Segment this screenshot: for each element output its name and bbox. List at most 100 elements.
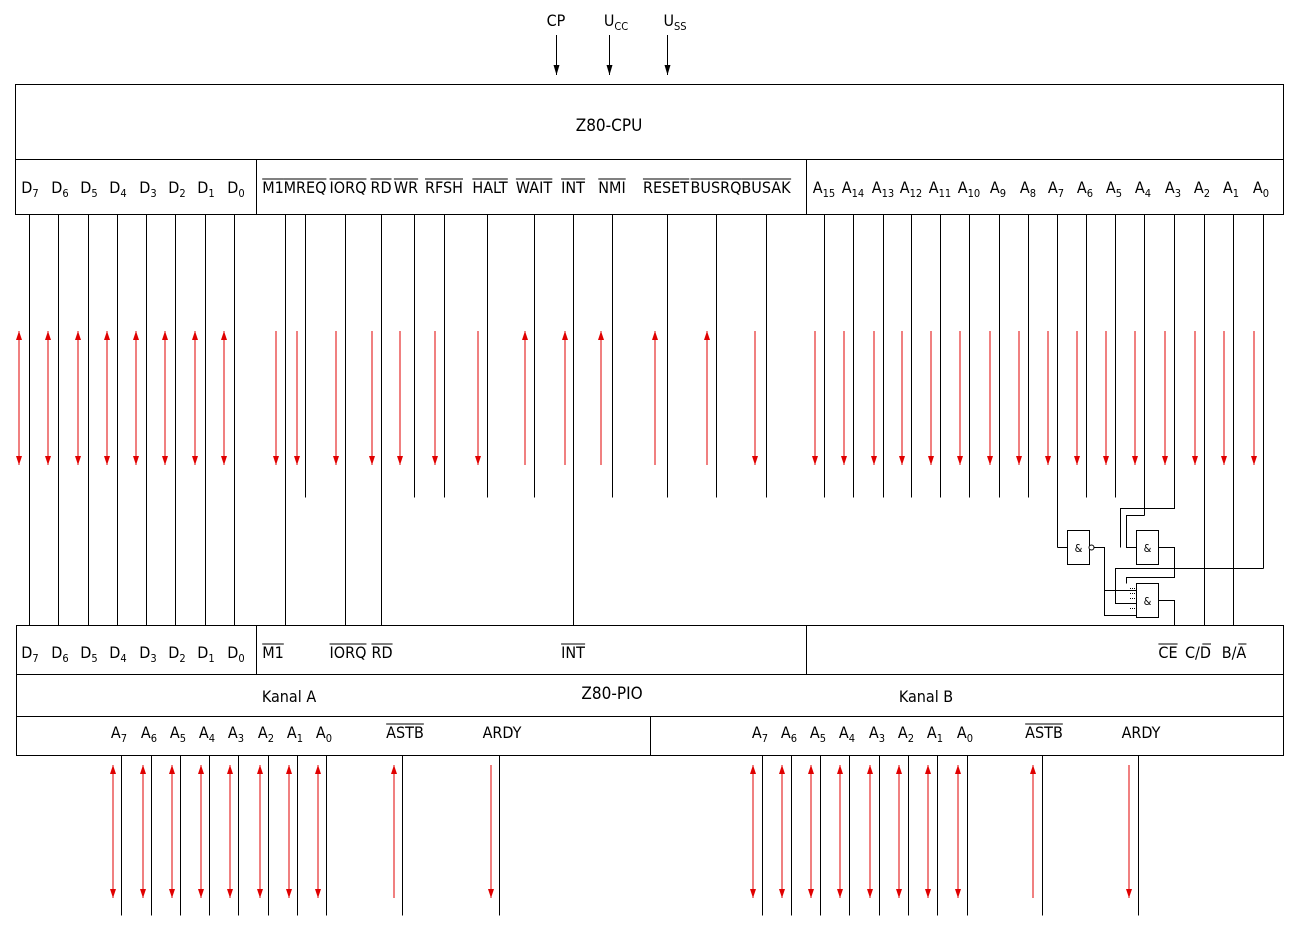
and-gate-1: & xyxy=(1067,530,1090,565)
and-gate-3: & xyxy=(1136,583,1159,618)
cpu-pin-a8: A8 xyxy=(1020,178,1036,200)
channel-a-label: Kanal A xyxy=(262,687,316,706)
svg-text:USS: USS xyxy=(663,11,686,33)
svg-text:A10: A10 xyxy=(958,178,980,200)
data-bus-arrow-d4 xyxy=(104,331,110,465)
pio-pin-iorq: IORQ xyxy=(329,643,367,662)
svg-text:A3: A3 xyxy=(228,723,244,745)
data-bus-arrow-d5 xyxy=(75,331,81,465)
address-arrow-a10 xyxy=(957,331,963,465)
control-arrow-wr xyxy=(397,331,403,465)
svg-text:C/D: C/D xyxy=(1185,643,1211,662)
control-arrow-busrq xyxy=(704,331,710,465)
gate2-input-a4 xyxy=(1126,515,1145,548)
svg-text:D5: D5 xyxy=(80,643,97,665)
pio-pin-d4: D4 xyxy=(109,643,126,665)
channel-b-arrow-astb xyxy=(1030,765,1036,898)
svg-text:UCC: UCC xyxy=(604,11,628,33)
channel-a-arrow-a2 xyxy=(257,765,263,898)
svg-text:D0: D0 xyxy=(227,643,244,665)
cpu-input-uss-label: USS xyxy=(663,11,686,33)
data-bus-arrow-d6 xyxy=(45,331,51,465)
pio-channel-a-pin-a2: A2 xyxy=(258,723,274,745)
svg-text:A9: A9 xyxy=(990,178,1006,200)
pio-channel-b-pin-a3: A3 xyxy=(869,723,885,745)
svg-text:INT: INT xyxy=(561,643,585,662)
data-bus-arrow-d7 xyxy=(16,331,22,465)
channel-a-arrow-ardy xyxy=(488,765,494,898)
pio-channel-a-pin-a0: A0 xyxy=(316,723,332,745)
pio-channel-a-pin-a4: A4 xyxy=(199,723,215,745)
cpu-input-ucc-label: UCC xyxy=(604,11,628,33)
svg-text:M1: M1 xyxy=(262,178,284,197)
pio-pin-d0: D0 xyxy=(227,643,244,665)
svg-text:D0: D0 xyxy=(227,178,244,200)
address-arrow-a12 xyxy=(899,331,905,465)
svg-text:HALT: HALT xyxy=(472,178,507,197)
address-arrow-a8 xyxy=(1016,331,1022,465)
gate2-to-gate3 xyxy=(1126,547,1175,584)
channel-b-arrow-a6 xyxy=(779,765,785,898)
data-bus-arrow-d2 xyxy=(162,331,168,465)
svg-text:A2: A2 xyxy=(898,723,914,745)
control-arrow-nmi xyxy=(598,331,604,465)
cpu-pin-iorq: IORQ xyxy=(329,178,367,197)
cpu-pin-a11: A11 xyxy=(929,178,951,200)
svg-text:A1: A1 xyxy=(1223,178,1239,200)
channel-a-arrow-a4 xyxy=(198,765,204,898)
svg-text:D3: D3 xyxy=(139,178,156,200)
channel-b-arrow-a0 xyxy=(955,765,961,898)
cpu-pin-m1: M1 xyxy=(262,178,284,197)
pio-channel-b-pin-a4: A4 xyxy=(839,723,855,745)
svg-text:D6: D6 xyxy=(51,178,68,200)
address-arrow-a0 xyxy=(1251,331,1257,465)
pio-pin-m1: M1 xyxy=(262,643,284,662)
control-arrow-iorq xyxy=(333,331,339,465)
address-arrow-a11 xyxy=(928,331,934,465)
svg-text:CE: CE xyxy=(1158,643,1177,662)
and-gate-2: & xyxy=(1136,530,1159,565)
address-arrow-a5 xyxy=(1103,331,1109,465)
cpu-pin-mreq: MREQ xyxy=(283,178,327,197)
pio-channel-a-pin-a7: A7 xyxy=(111,723,127,745)
pio-pin-rd: RD xyxy=(371,643,393,662)
svg-text:A11: A11 xyxy=(929,178,951,200)
svg-text:D4: D4 xyxy=(109,178,126,200)
gate2-input-a3-route xyxy=(1120,497,1175,548)
cpu-pin-a0: A0 xyxy=(1253,178,1269,200)
svg-text:A4: A4 xyxy=(1135,178,1151,200)
channel-a-arrow-a3 xyxy=(227,765,233,898)
svg-text:ARDY: ARDY xyxy=(1122,723,1161,742)
cpu-pin-wait: WAIT xyxy=(515,178,553,197)
channel-a-arrow-a6 xyxy=(140,765,146,898)
svg-text:&: & xyxy=(1075,542,1083,555)
control-arrow-rd xyxy=(369,331,375,465)
cpu-pin-halt: HALT xyxy=(472,178,508,197)
svg-text:CP: CP xyxy=(547,11,566,30)
svg-text:MREQ: MREQ xyxy=(284,178,327,197)
pio-pin-d1: D1 xyxy=(197,643,214,665)
svg-text:ASTB: ASTB xyxy=(1025,723,1063,742)
z80-cpu-block: Z80-CPU xyxy=(15,84,1284,215)
control-arrow-mreq xyxy=(294,331,300,465)
svg-text:&: & xyxy=(1144,595,1152,608)
cpu-pin-d6: D6 xyxy=(51,178,68,200)
svg-text:A5: A5 xyxy=(1106,178,1122,200)
pio-channel-b-pin-a7: A7 xyxy=(752,723,768,745)
pio-pin-int: INT xyxy=(561,643,586,662)
svg-text:A5: A5 xyxy=(810,723,826,745)
cpu-input-cp-arrow xyxy=(553,35,560,75)
address-arrow-a13 xyxy=(871,331,877,465)
cpu-pin-int: INT xyxy=(561,178,586,197)
cpu-pin-a3: A3 xyxy=(1165,178,1181,200)
control-arrow-rfsh xyxy=(432,331,438,465)
pio-channel-b-pin-a1: A1 xyxy=(927,723,943,745)
address-arrow-a6 xyxy=(1074,331,1080,465)
pio-channel-b-ready: ARDY xyxy=(1122,723,1161,742)
svg-text:D7: D7 xyxy=(21,643,38,665)
channel-a-arrow-astb xyxy=(391,765,397,898)
cpu-pin-wr: WR xyxy=(393,178,419,197)
svg-text:RFSH: RFSH xyxy=(425,178,463,197)
address-arrow-a4 xyxy=(1132,331,1138,465)
channel-b-arrow-a2 xyxy=(896,765,902,898)
